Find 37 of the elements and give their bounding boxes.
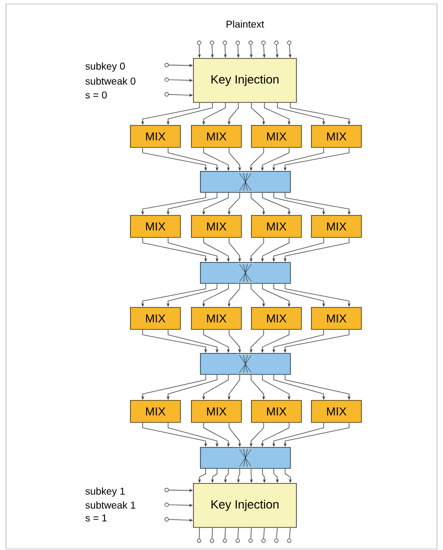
mix-box: MIX [130, 400, 181, 423]
output-line [276, 528, 278, 539]
output-line [250, 528, 252, 539]
output-line [238, 528, 239, 539]
permutation-box [200, 171, 291, 193]
input-label: s = 1 [85, 514, 107, 522]
mix-box: MIX [191, 125, 242, 148]
input-label: subtweak 1 [85, 501, 136, 509]
output-line [263, 528, 265, 539]
mix-box: MIX [130, 307, 181, 330]
output-line [212, 528, 213, 539]
permutation-box [200, 262, 291, 284]
mix-box: MIX [251, 400, 302, 423]
input-label: subkey 1 [85, 487, 125, 497]
permutation-box [200, 447, 291, 469]
mix-box: MIX [311, 400, 362, 423]
mix-box: MIX [311, 125, 362, 148]
mix-box: MIX [311, 215, 362, 238]
output-line [224, 528, 226, 539]
input-label: subkey 0 [85, 62, 125, 72]
mix-box: MIX [191, 215, 242, 238]
mix-box: MIX [251, 125, 302, 148]
mix-box: MIX [130, 125, 181, 148]
heading-label: Plaintext [226, 20, 264, 28]
mix-box: MIX [251, 307, 302, 330]
mix-box: MIX [191, 400, 242, 423]
key-injection-box: Key Injection [193, 58, 297, 103]
output-line [289, 528, 291, 539]
input-label: s = 0 [85, 91, 107, 99]
mix-box: MIX [251, 215, 302, 238]
mix-box: MIX [191, 307, 242, 330]
input-label: subtweak 0 [85, 77, 136, 85]
permutation-box [200, 353, 291, 375]
mix-box: MIX [130, 215, 181, 238]
output-line [198, 528, 200, 539]
mix-box: MIX [311, 307, 362, 330]
key-injection-box: Key Injection [193, 483, 297, 528]
